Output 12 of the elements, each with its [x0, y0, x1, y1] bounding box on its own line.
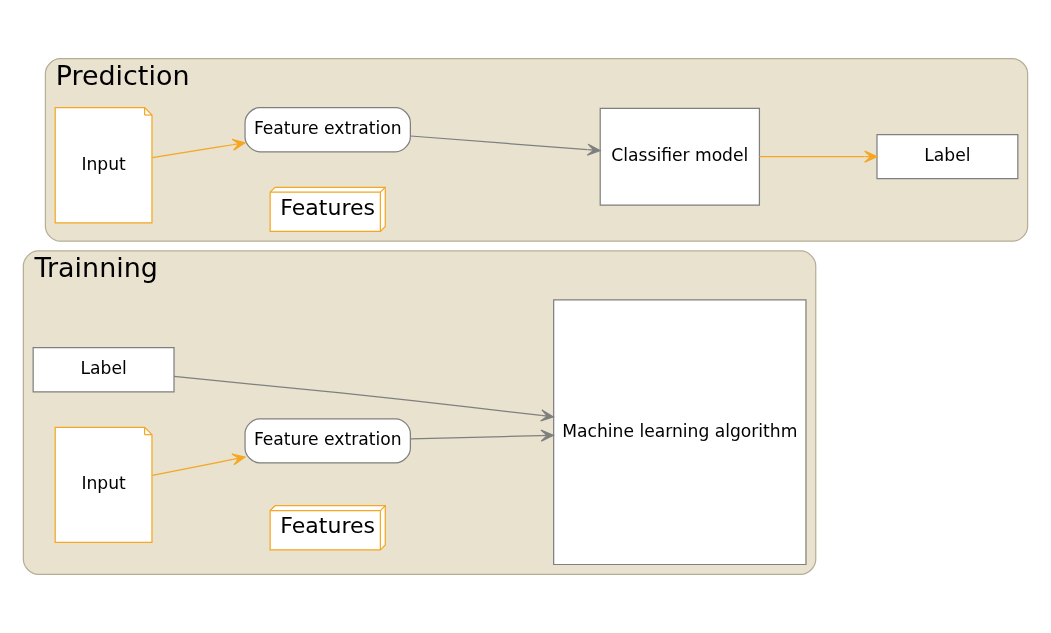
- node-box: Feature extration: [244, 107, 411, 153]
- arrow: [151, 453, 246, 477]
- node-box: Classifier model: [599, 107, 761, 206]
- arrow: [151, 138, 246, 159]
- arrow: [409, 135, 601, 156]
- arrow: [758, 150, 878, 163]
- node-box: Label: [876, 134, 1019, 180]
- arrow: [409, 429, 554, 442]
- node-box: Machine learning algorithm: [553, 299, 807, 566]
- node-box: Label: [32, 347, 175, 393]
- arrow: [173, 375, 555, 422]
- node-box: Feature extration: [244, 418, 411, 464]
